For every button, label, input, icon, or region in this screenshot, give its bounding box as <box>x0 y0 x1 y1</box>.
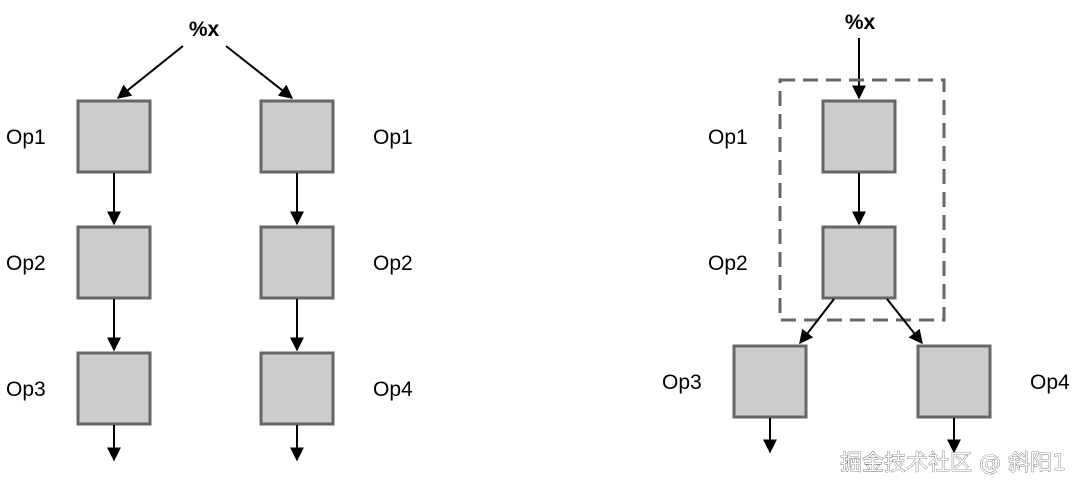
left-op3-label: Op3 <box>6 378 46 401</box>
branch-op3-label: Op3 <box>662 371 702 394</box>
right-op2-box <box>259 225 335 300</box>
arrow-input-to-left-op1 <box>116 45 184 99</box>
left-op2-box <box>76 225 152 300</box>
arrow-op2-to-op4 <box>886 298 923 345</box>
branch-op4-label: Op4 <box>1030 371 1070 394</box>
fused-op2-label: Op2 <box>708 252 748 275</box>
right-op4-label: Op4 <box>373 378 413 401</box>
right-diagram: %x Op1 Op2 Op3 Op4 <box>662 11 1070 454</box>
right-op4-box <box>259 351 335 426</box>
left-op1-label: Op1 <box>6 126 46 149</box>
fused-op2-box <box>821 225 897 300</box>
fusion-group-outline <box>778 78 946 322</box>
right-op2-label: Op2 <box>373 252 413 275</box>
arrow-input-to-right-op1 <box>225 45 294 99</box>
arrow-op2-to-op3 <box>799 298 835 345</box>
branch-op4-box <box>916 344 992 419</box>
left-op1-box <box>76 99 152 174</box>
left-diagram: %x Op1 Op2 Op3 Op1 Op2 Op4 <box>6 18 413 462</box>
branch-op3-box <box>732 344 808 419</box>
fused-op1-box <box>821 99 897 174</box>
fused-op1-label: Op1 <box>708 126 748 149</box>
watermark-text: 掘金技术社区 @ 斜阳1 <box>840 451 1066 476</box>
left-op3-box <box>76 351 152 426</box>
right-op1-label: Op1 <box>373 126 413 149</box>
right-input-label: %x <box>845 11 876 34</box>
left-op2-label: Op2 <box>6 252 46 275</box>
right-op1-box <box>259 99 335 174</box>
left-input-label: %x <box>189 18 220 41</box>
